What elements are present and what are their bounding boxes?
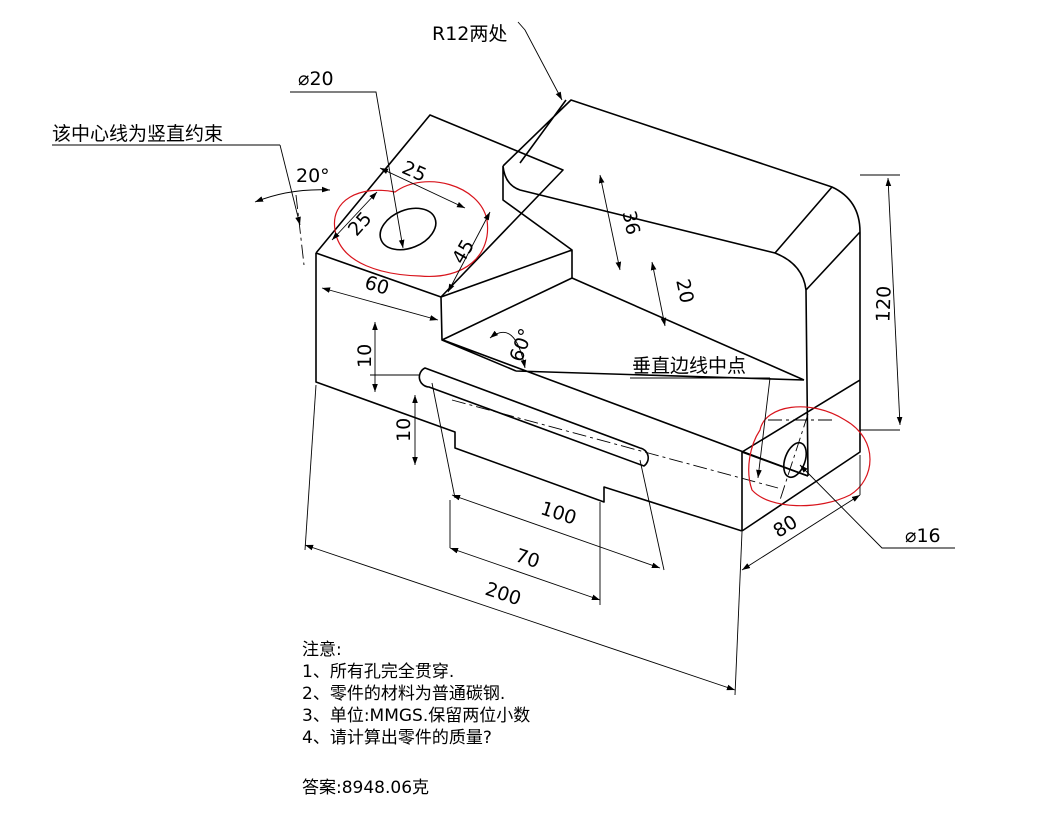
dimension-lines [52, 21, 955, 696]
notes-title: 注意: [302, 640, 342, 660]
part-body [315, 99, 861, 532]
notes-answer: 答案:8948.06克 [302, 778, 429, 798]
label-20-small: 20 [671, 277, 698, 305]
slot [418, 367, 649, 467]
label-d16: ⌀16 [905, 525, 941, 547]
right-end-face [741, 451, 809, 477]
label-70: 70 [513, 545, 543, 573]
v-groove [441, 277, 809, 477]
label-120: 120 [872, 286, 895, 323]
label-midpoint-note: 垂直边线中点 [632, 355, 746, 377]
label-angle-20: 20° [296, 165, 330, 187]
front-face-outline [315, 253, 743, 532]
side-hole [782, 441, 808, 479]
top-hole [379, 207, 437, 251]
label-angle-60: 60° [506, 326, 538, 365]
label-r12: R12两处 [432, 23, 507, 45]
dimension-text: R12两处 ⌀20 该中心线为竖直约束 20° 25 25 45 60 36 2… [52, 23, 941, 610]
label-center-note: 该中心线为竖直约束 [52, 123, 223, 145]
label-80: 80 [769, 511, 801, 542]
notes-line-2: 2、零件的材料为普通碳钢. [302, 684, 505, 704]
label-200: 200 [482, 578, 523, 610]
label-36: 36 [618, 209, 645, 237]
notes-line-4: 4、请计算出零件的质量? [302, 728, 492, 748]
label-60: 60 [362, 272, 392, 300]
notes-line-3: 3、单位:MMGS.保留两位小数 [302, 706, 530, 726]
label-100: 100 [538, 497, 579, 529]
center-lines [295, 194, 835, 501]
red-circle-side [748, 406, 871, 507]
label-d20: ⌀20 [298, 68, 334, 90]
label-10-bottom: 10 [393, 418, 415, 442]
left-block [315, 114, 564, 298]
notes-block: 注意: 1、所有孔完全贯穿. 2、零件的材料为普通碳钢. 3、单位:MMGS.保… [302, 640, 530, 798]
label-10-top: 10 [354, 344, 376, 368]
tall-block [502, 99, 861, 532]
notes-line-1: 1、所有孔完全贯穿. [302, 662, 454, 682]
